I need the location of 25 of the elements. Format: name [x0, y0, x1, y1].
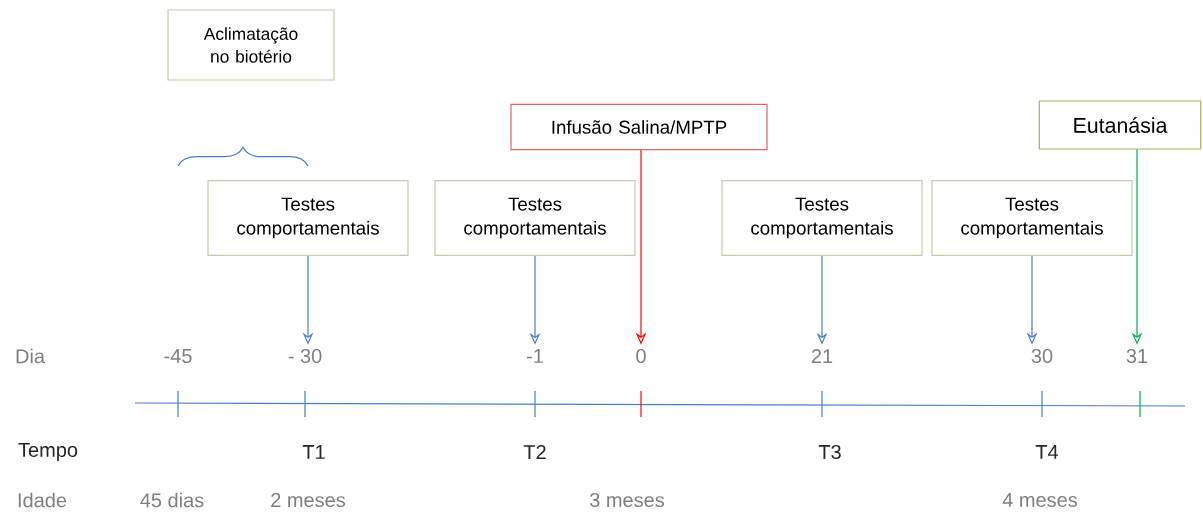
test-box: Testes comportamentais: [434, 180, 636, 256]
row-label: Tempo: [18, 443, 78, 461]
row-label: Dia: [16, 348, 45, 364]
test-box: Testes comportamentais: [721, 180, 923, 256]
day-number: 31: [1126, 348, 1148, 364]
period-label: T2: [523, 445, 546, 459]
test-box: Testes comportamentais: [207, 180, 409, 256]
day-number: 30: [1031, 348, 1053, 364]
age-label: 3 meses: [589, 492, 665, 508]
age-label: 45 dias: [140, 492, 204, 508]
day-number: -1: [527, 349, 543, 363]
test-box: Testes comportamentais: [931, 180, 1133, 256]
row-label: Idade: [18, 492, 67, 508]
age-label: 4 meses: [1002, 493, 1078, 507]
age-label: 2 meses: [271, 492, 346, 508]
event-box: Eutanásia: [1038, 100, 1202, 150]
day-number: -45: [164, 349, 192, 363]
day-number: - 30: [288, 348, 322, 364]
phase-box: Aclimatação no biotério: [167, 9, 335, 81]
day-number: 0: [636, 348, 646, 364]
day-number: 21: [811, 349, 833, 363]
period-label: T1: [302, 445, 325, 459]
period-label: T3: [818, 444, 841, 460]
period-label: T4: [1035, 445, 1059, 459]
event-box: Infusão Salina/MPTP: [510, 103, 768, 151]
